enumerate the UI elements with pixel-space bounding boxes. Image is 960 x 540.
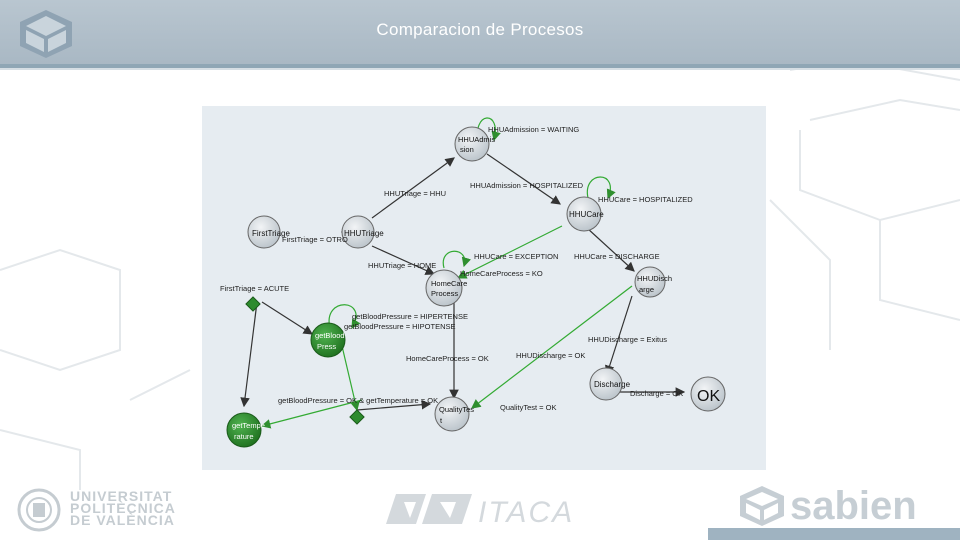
node-quality-test [434, 396, 470, 432]
node-label-get-blood-2: Press [317, 342, 336, 351]
itaca-logo-text: ITACA [478, 496, 575, 529]
sabien-cube-icon [740, 486, 784, 526]
edge-label: Discharge = OK [630, 389, 683, 398]
node-label-hhu-admission-1: HHUAdmis [458, 135, 495, 144]
edge-label: FirstTriage = OTRO [282, 235, 348, 244]
dark-edges [240, 153, 686, 411]
node-label-quality-test-2: t [440, 416, 443, 425]
edge-label: HomeCareProcess = KO [460, 269, 543, 278]
edge-label: getBloodPressure = HIPERTENSE [352, 312, 468, 321]
node-get-blood-pressure [310, 322, 346, 358]
node-label-get-temp-1: getTempe [232, 421, 265, 430]
edge-label: HHUAdmission = HOSPITALIZED [470, 181, 584, 190]
edge-label: HHUDischarge = Exitus [588, 335, 667, 344]
page-title: Comparacion de Procesos [376, 20, 584, 39]
node-label-first-triage: FirstTriage [252, 229, 290, 238]
node-label-hhu-admission-2: sion [460, 145, 474, 154]
upv-logo-text: UNIVERSITAT POLITÈCNICA DE VALÈNCIA [70, 488, 176, 528]
green-edges [260, 117, 633, 429]
node-hhu-admission [454, 126, 490, 162]
node-label-get-blood-1: getBlood [315, 331, 345, 340]
upv-line-2: POLITÈCNICA [70, 500, 176, 516]
node-label-home-care-2: Process [431, 289, 458, 298]
itaca-logo-icon [386, 494, 472, 524]
edge-label: HHUCare = DISCHARGE [574, 252, 660, 261]
node-label-hhu-discharge-2: arge [639, 285, 654, 294]
edge-label: QualityTest = OK [500, 403, 556, 412]
header-divider [0, 68, 960, 70]
node-label-get-temp-2: rature [234, 432, 254, 441]
bottom-accent-bar [708, 528, 960, 540]
upv-line-1: UNIVERSITAT [70, 488, 173, 504]
upv-seal-icon [17, 488, 61, 532]
node-label-hhu-triage: HHUTriage [344, 229, 384, 238]
upv-line-3: DE VALÈNCIA [70, 512, 175, 528]
node-label-ok: OK [697, 388, 720, 405]
node-hhu-discharge [634, 266, 666, 298]
node-first-triage [247, 215, 281, 249]
node-label-discharge: Discharge [594, 380, 631, 389]
edge-label: HHUTriage = HOME [368, 261, 436, 270]
node-label-hhu-discharge-1: HHUDisch [637, 274, 672, 283]
cube-logo-icon [20, 10, 72, 58]
edge-label: getBloodPressure = OK & getTemperature =… [278, 396, 438, 405]
node-get-temperature [226, 412, 262, 448]
edge-label: HHUDischarge = OK [516, 351, 585, 360]
node-label-quality-test-1: QualityTes [439, 405, 474, 414]
sabien-logo-text: sabien [790, 484, 917, 528]
node-ok [690, 376, 726, 412]
background-decoration [0, 70, 960, 490]
node-home-care [425, 269, 463, 307]
process-diagram: FirstTriage HHUTriage HHUAdmis sion HHUC… [202, 106, 766, 470]
node-label-home-care-1: HomeCare [431, 279, 467, 288]
node-discharge [589, 367, 623, 401]
node-label-hhu-care: HHUCare [569, 210, 604, 219]
edge-label: getBloodPressure = HIPOTENSE [344, 322, 456, 331]
join-gateway [349, 409, 365, 425]
node-hhu-care [566, 196, 602, 232]
edge-label: HHUCare = HOSPITALIZED [598, 195, 693, 204]
edge-label: HomeCareProcess = OK [406, 354, 489, 363]
edge-label: HHUAdmission = WAITING [488, 125, 579, 134]
edge-label: HHUCare = EXCEPTION [474, 252, 558, 261]
edge-label: FirstTriage = ACUTE [220, 284, 289, 293]
slide-header [0, 0, 960, 68]
node-hhu-triage [341, 215, 375, 249]
split-gateway [245, 296, 261, 312]
process-graph: FirstTriage HHUTriage HHUAdmis sion HHUC… [220, 117, 726, 448]
edge-label: HHUTriage = HHU [384, 189, 446, 198]
